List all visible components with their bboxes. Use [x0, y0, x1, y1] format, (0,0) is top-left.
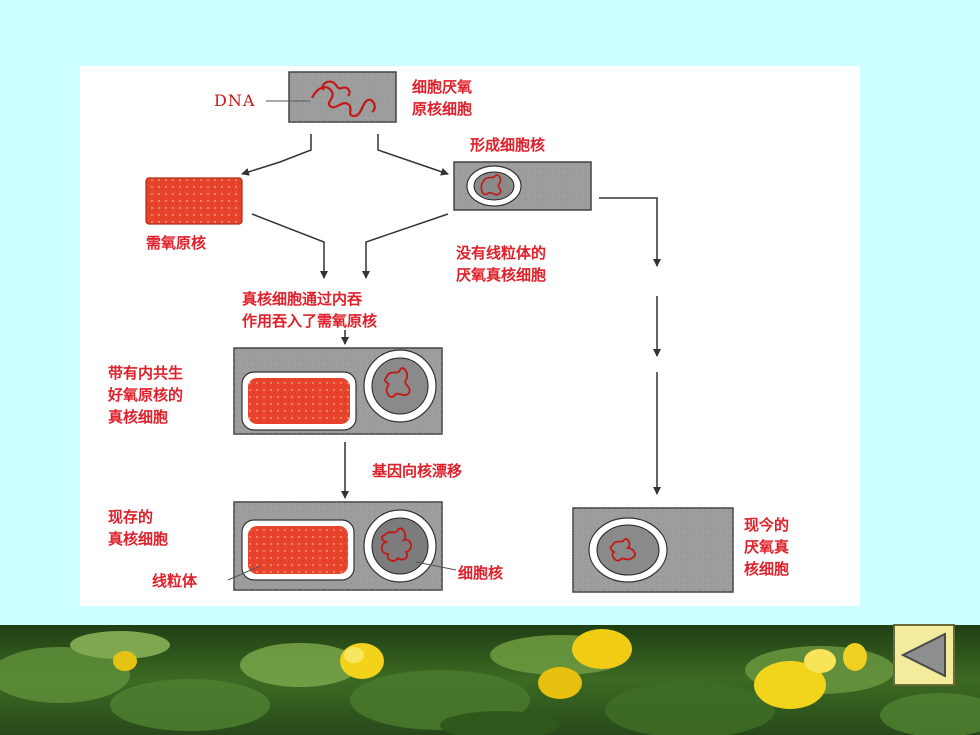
label-line: 厌氧真核细胞: [456, 266, 547, 284]
modern-anaerobic-eukaryote-cell: [572, 507, 734, 593]
arrow-aerobe-to-endocytosis: [251, 213, 328, 279]
label-line: 原核细胞: [412, 100, 473, 118]
label-line: 核细胞: [744, 560, 790, 578]
label-line: 现存的: [108, 508, 154, 526]
gene-drift-label: 基因向核漂移: [372, 462, 463, 480]
yellow-flowers: [113, 629, 867, 709]
label-line: 真核细胞: [108, 408, 169, 426]
modern-anaerobic-eukaryote-label: 现今的 厌氧真 核细胞: [744, 514, 789, 580]
arrow-to-nucleus-formation: [377, 134, 449, 176]
nucleus-label: 细胞核: [458, 564, 504, 582]
label-line: 好氧原核的: [108, 386, 184, 404]
arrow-right-branch: [599, 197, 661, 267]
anaerobic-prokaryote-cell: [288, 71, 397, 123]
eukaryote-with-symbiont-label: 带有内共生 好氧原核的 真核细胞: [108, 362, 183, 428]
triangle-left-icon: [900, 632, 946, 678]
nucleus-formation-label: 形成细胞核: [470, 136, 546, 154]
back-button[interactable]: [893, 624, 955, 686]
label-line: 没有线粒体的: [456, 244, 547, 262]
nucleus-pointer-line: [415, 561, 457, 571]
footer-flower-photo: [0, 625, 980, 735]
mitochondrion-label: 线粒体: [152, 572, 198, 590]
eukaryote-with-symbiont-cell: [233, 347, 443, 435]
label-line: 作用吞入了需氧原核: [242, 312, 378, 330]
arrow-to-aerobe: [241, 134, 312, 176]
label-line: 真核细胞通过内吞: [242, 290, 363, 308]
endosymbiosis-diagram: [145, 71, 734, 593]
anaerobic-prokaryote-label: 细胞厌氧 原核细胞: [412, 76, 472, 120]
aerobic-prokaryote-label: 需氧原核: [146, 234, 207, 252]
existing-eukaryote-cell: [233, 501, 443, 591]
endocytosis-label: 真核细胞通过内吞 作用吞入了需氧原核: [242, 288, 377, 332]
label-line: 细胞厌氧: [412, 78, 473, 96]
label-line: 真核细胞: [108, 530, 169, 548]
dna-label: DNA: [214, 91, 256, 110]
mitochondrion-pointer-line: [227, 565, 261, 581]
anaerobic-eukaryote-cell: [453, 161, 592, 211]
existing-eukaryote-label: 现存的 真核细胞: [108, 506, 168, 550]
diagram-panel: DNA 细胞厌氧 原核细胞 形成细胞核 需氧原核 没有线粒体的 厌氧真核细胞 真…: [80, 66, 860, 606]
aerobic-prokaryote-cell: [145, 177, 243, 225]
arrow-eukaryote-to-endocytosis: [362, 213, 449, 279]
label-line: 现今的: [744, 516, 790, 534]
anaerobic-eukaryote-label: 没有线粒体的 厌氧真核细胞: [456, 242, 546, 286]
label-line: 厌氧真: [744, 538, 790, 556]
label-line: 带有内共生: [108, 364, 184, 382]
